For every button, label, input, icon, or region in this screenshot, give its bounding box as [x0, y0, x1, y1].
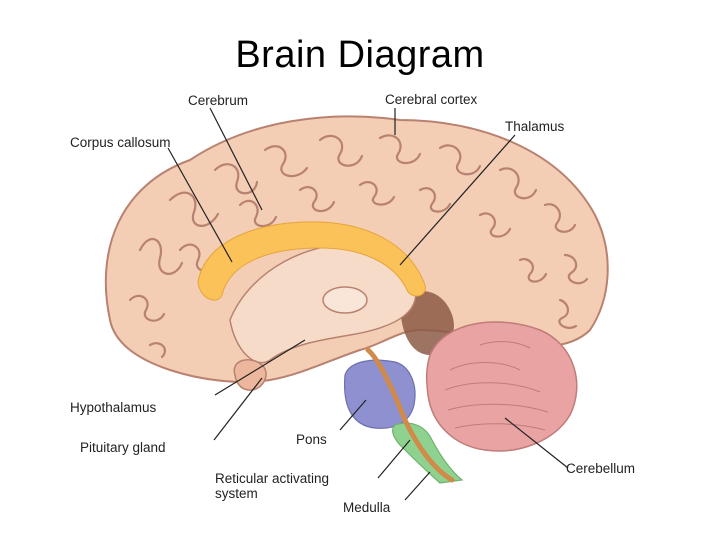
thalamus-shape [322, 286, 368, 314]
label-medulla: Medulla [343, 500, 391, 515]
label-hypothalamus: Hypothalamus [70, 400, 157, 415]
label-thalamus: Thalamus [505, 119, 565, 134]
diencephalon-shape [229, 243, 417, 364]
gyri-pattern [128, 134, 589, 359]
pituitary-shape [233, 359, 267, 391]
reticular-system-shape [365, 347, 455, 483]
label-cerebral-cortex: Cerebral cortex [385, 92, 478, 107]
cerebellum-folia [444, 341, 549, 431]
label-pons: Pons [296, 432, 327, 447]
label-cerebellum: Cerebellum [566, 461, 635, 476]
cerebellum-shape [425, 321, 578, 452]
label-reticular-line2: system [215, 486, 258, 501]
label-corpus-callosum: Corpus callosum [70, 135, 171, 150]
label-cerebrum: Cerebrum [188, 93, 248, 108]
label-pituitary-gland: Pituitary gland [80, 440, 166, 455]
corpus-callosum-shape [197, 221, 426, 301]
leader-lines [167, 107, 569, 501]
label-reticular-line1: Reticular activating [215, 471, 329, 486]
slide-title: Brain Diagram [235, 34, 485, 76]
